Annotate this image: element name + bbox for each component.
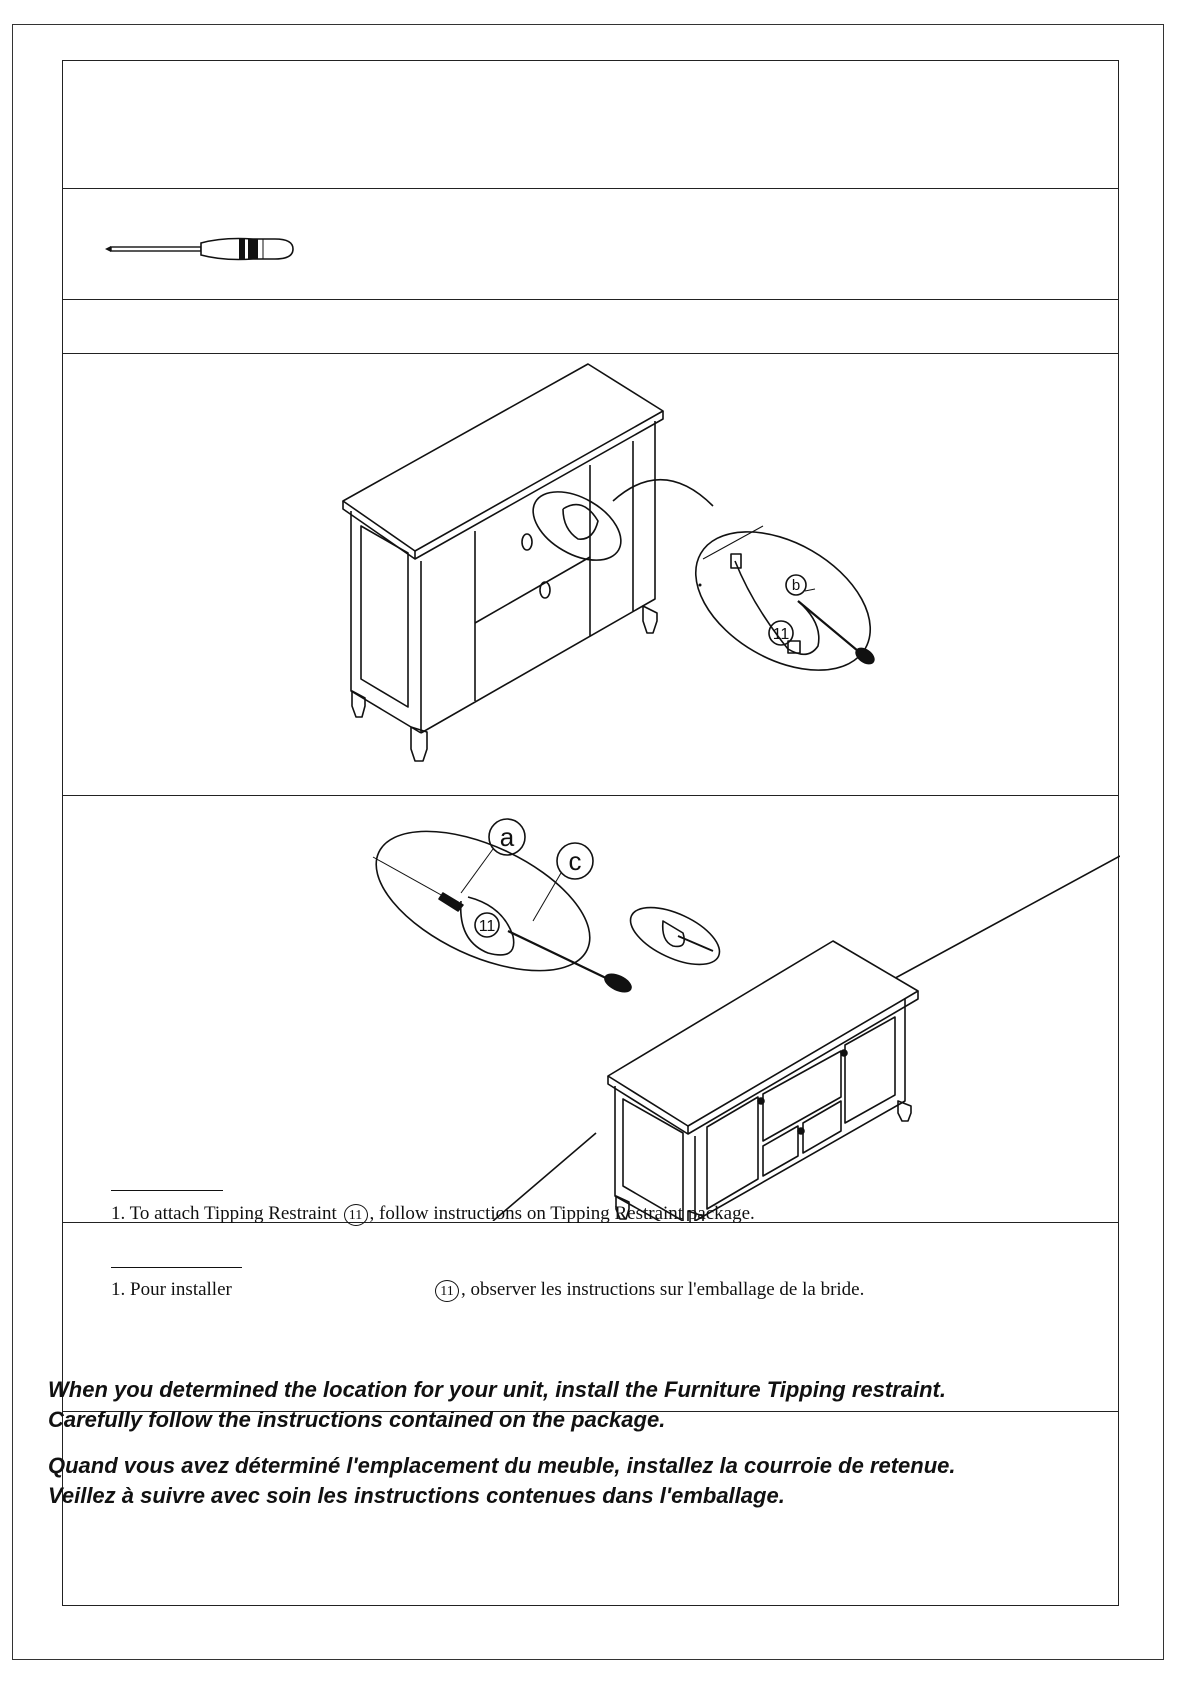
phillips-screwdriver-icon [105, 237, 294, 261]
fr-part-number: 11 [435, 1279, 459, 1302]
en-heading-rule [111, 1190, 223, 1191]
step2-part-label: 11 [479, 918, 496, 935]
fr-instruction: 11, observer les instructions sur l'emba… [433, 1279, 864, 1302]
fr-heading-rule [111, 1267, 242, 1268]
note-fr-line2: Veillez à suivre avec soin les instructi… [48, 1483, 785, 1508]
note-en-line1: When you determined the location for you… [48, 1377, 946, 1402]
step2-a-label: a [500, 822, 515, 852]
divider-tools [63, 299, 1118, 300]
note-fr-line1: Quand vous avez déterminé l'emplacement … [48, 1453, 956, 1478]
fr-instruction-end: , observer les instructions sur l'emball… [461, 1279, 865, 1300]
step1-b-label: b [792, 577, 800, 594]
divider-step1 [63, 795, 1118, 796]
step1-illustration: 11 b [342, 363, 875, 762]
en-instruction-start: 1. To attach Tipping Restraint [111, 1203, 337, 1224]
en-instruction: 1. To attach Tipping Restraint 11, follo… [111, 1203, 755, 1226]
page-frame [12, 24, 1164, 1660]
notes-block: When you determined the location for you… [48, 1375, 1028, 1511]
step1-part-label: 11 [773, 626, 790, 643]
divider-parts [63, 353, 1118, 354]
en-part-number: 11 [343, 1203, 368, 1226]
step2-illustration: 11 a c [372, 818, 1120, 1221]
en-instruction-end: , follow instructions on Tipping Restrai… [369, 1203, 755, 1224]
divider-title [63, 188, 1118, 189]
step2-c-label: c [569, 846, 582, 876]
divider-step2 [63, 1222, 1118, 1223]
instruction-sheet: 11 b [62, 60, 1120, 1606]
fr-instruction-start: 1. Pour installer [111, 1279, 232, 1300]
note-en-line2: Carefully follow the instructions contai… [48, 1407, 666, 1432]
divider-instructions [63, 1411, 1118, 1412]
